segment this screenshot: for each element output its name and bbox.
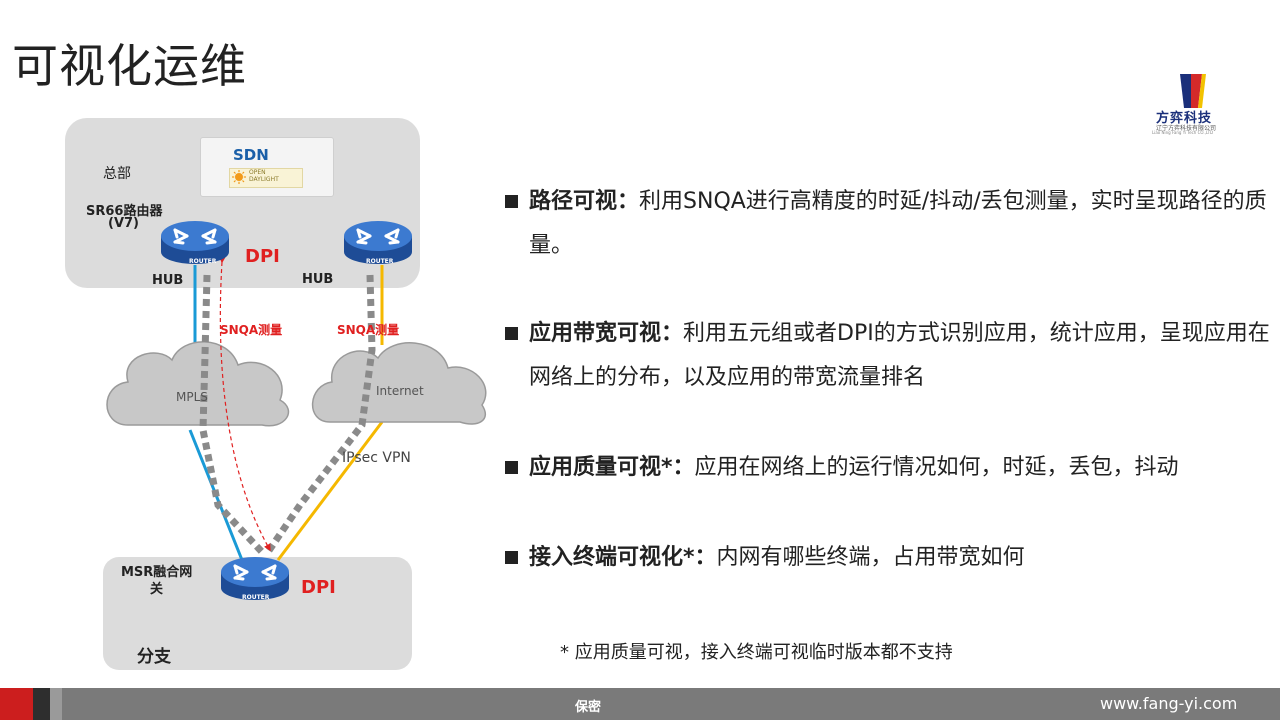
internet-label: Internet (376, 384, 424, 398)
bullet-square-icon (505, 551, 518, 564)
branch-label: 分支 (137, 647, 171, 667)
router-label-msr: ROUTER (242, 594, 270, 601)
footer-mid-block (50, 688, 62, 720)
bullet-heading: 接入终端可视化*： (529, 545, 717, 570)
gateway-label-line1: MSR融合网 (121, 565, 193, 580)
opendaylight-sun-icon (232, 170, 246, 184)
hq-label: 总部 (103, 166, 131, 182)
gateway-label-line2: 关 (150, 582, 164, 597)
logo-subtitle-en: Liao Ning Fang Yi Tech CO.,LTD (1152, 130, 1214, 135)
odl-line2: DAYLIGHT (249, 176, 279, 183)
mpls-label: MPLS (176, 390, 208, 404)
bullet-heading: 应用质量可视*： (529, 455, 695, 480)
bullet-heading: 路径可视： (529, 189, 640, 214)
snqa-right-label: SNQA测量 (337, 323, 400, 337)
router-label-right: ROUTER (366, 258, 394, 265)
sdn-label: SDN (233, 146, 269, 164)
bullet-path-visibility: 路径可视：利用SNQA进行高精度的时延/抖动/丢包测量，实时呈现路径的质量。 (505, 180, 1275, 268)
opendaylight-badge (229, 168, 303, 188)
hub-right-label: HUB (302, 272, 334, 287)
bullet-text: 应用在网络上的运行情况如何，时延，丢包，抖动 (694, 455, 1179, 480)
router-label-sr66: ROUTER (189, 258, 217, 265)
internet-cloud (311, 342, 487, 425)
logo-subtitle: 辽宁方弈科技有限公司 (1156, 125, 1217, 132)
router-version-label: (V7) (108, 216, 139, 231)
footnote: * 应用质量可视，接入终端可视临时版本都不支持 (560, 642, 953, 663)
snqa-path-internet (265, 274, 376, 554)
bullet-app-bandwidth: 应用带宽可视：利用五元组或者DPI的方式识别应用，统计应用，呈现应用在网络上的分… (505, 312, 1275, 400)
snqa-arrow (218, 256, 271, 552)
bullet-square-icon (505, 461, 518, 474)
bullet-square-icon (505, 195, 518, 208)
ipsec-vpn-label: IPsec VPN (342, 450, 411, 466)
mpls-cloud (106, 341, 290, 427)
internet-link-bottom (276, 421, 384, 561)
hub-left-label: HUB (152, 273, 184, 288)
bullet-text: 利用SNQA进行高精度的时延/抖动/丢包测量，实时呈现路径的质量。 (529, 189, 1267, 258)
footer-bar: 保密 www.fang-yi.com (0, 688, 1280, 720)
snqa-left-label: SNQA测量 (220, 323, 283, 337)
bullet-app-quality: 应用质量可视*：应用在网络上的运行情况如何，时延，丢包，抖动 (505, 446, 1275, 490)
footer-url[interactable]: www.fang-yi.com (1100, 694, 1238, 713)
footer-red-block (0, 688, 33, 720)
dpi-top-label: DPI (245, 246, 280, 267)
footer-confidential: 保密 (575, 700, 602, 715)
odl-line1: OPEN (249, 169, 266, 176)
bullet-text: 利用五元组或者DPI的方式识别应用，统计应用，呈现应用在网络上的分布，以及应用的… (529, 321, 1270, 390)
fangyi-logo-icon (1180, 74, 1206, 108)
bullet-heading: 应用带宽可视： (529, 321, 684, 346)
opendaylight-text: OPEN DAYLIGHT (249, 169, 299, 183)
bullet-square-icon (505, 327, 518, 340)
bullet-text: 内网有哪些终端，占用带宽如何 (716, 545, 1025, 570)
router-model-label: SR66路由器 (86, 204, 163, 219)
page-title: 可视化运维 (12, 39, 247, 93)
bullet-terminal-visibility: 接入终端可视化*：内网有哪些终端，占用带宽如何 (505, 536, 1275, 580)
logo-name: 方弈科技 (1156, 111, 1213, 126)
footer-dark-block (33, 688, 50, 720)
dpi-bottom-label: DPI (301, 577, 336, 598)
